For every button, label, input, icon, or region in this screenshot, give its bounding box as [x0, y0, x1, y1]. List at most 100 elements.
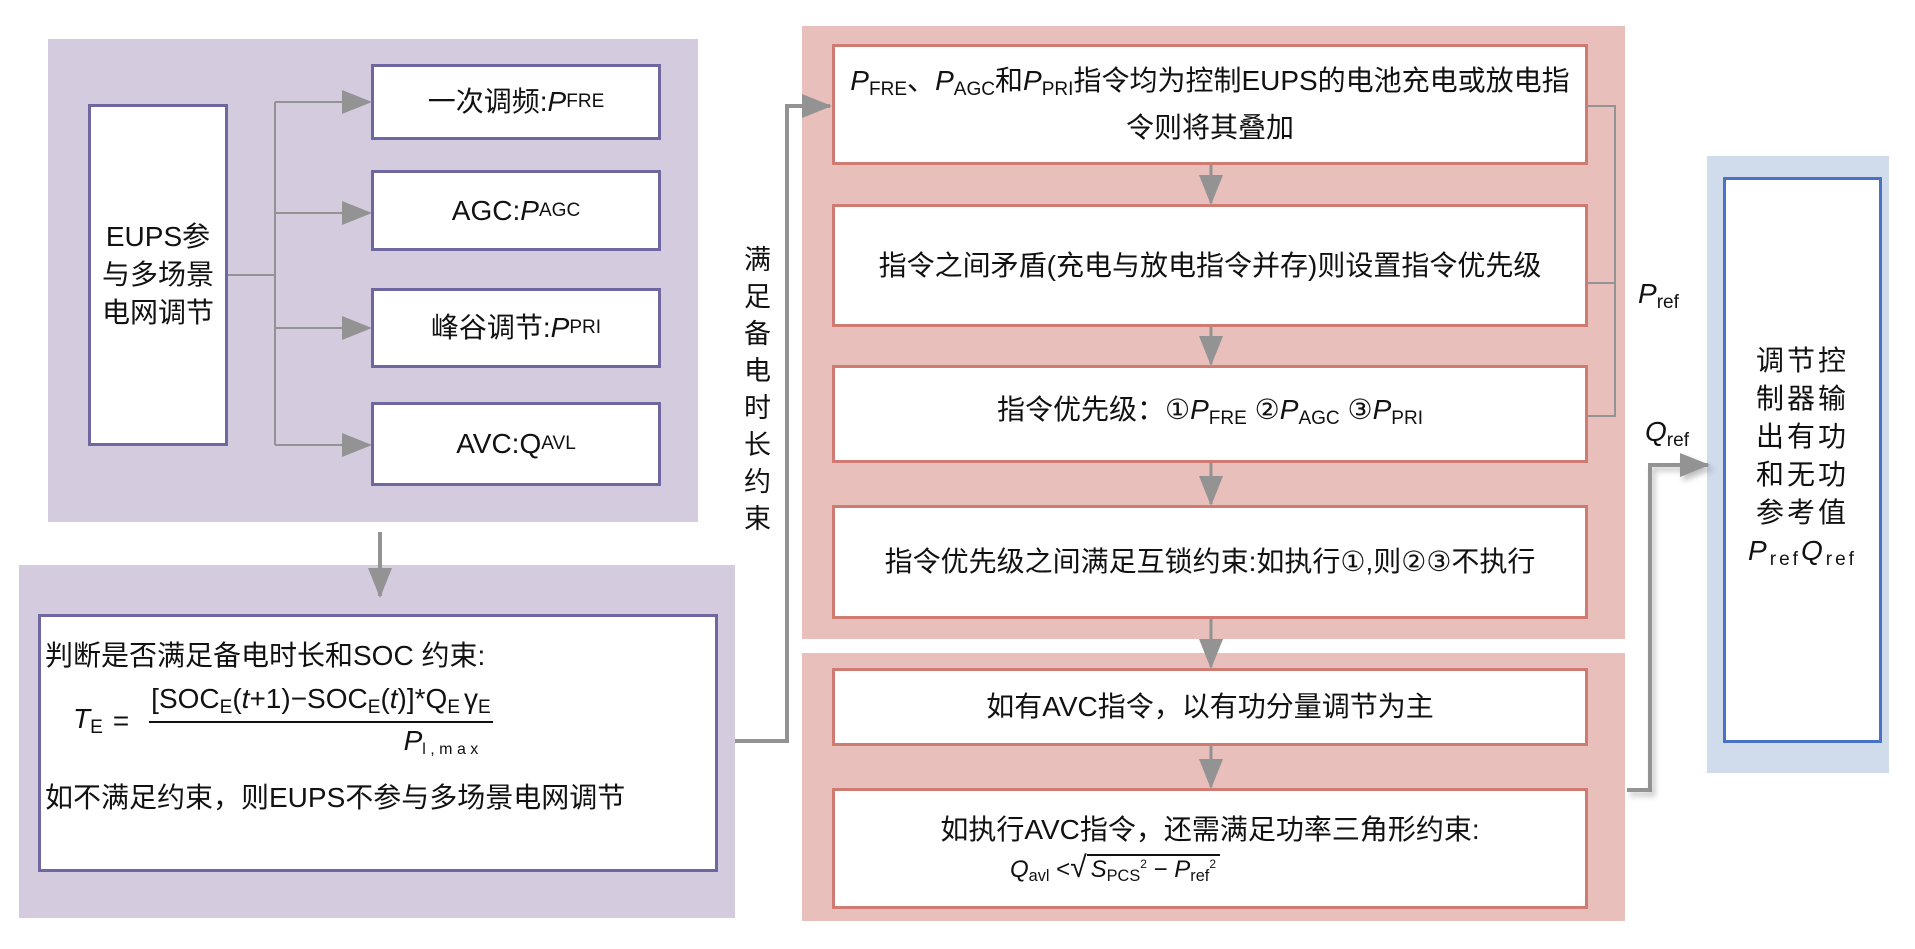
qref-sub: ref — [1666, 429, 1689, 451]
sqrt-body: SPCS2 − Pref2 — [1086, 854, 1221, 886]
eups-branch-lines — [228, 90, 372, 457]
pref-label: Pref — [1638, 278, 1679, 314]
controller-text: 调节控制器输出有功和无功参考值 — [1755, 344, 1849, 528]
num-var: t — [241, 683, 250, 714]
p-sup: 2 — [1209, 857, 1217, 871]
num-part: γ — [464, 683, 479, 714]
sqrt-icon: √ — [1070, 851, 1087, 884]
priority-num: ③ — [1347, 393, 1373, 425]
s-sup: 2 — [1140, 857, 1147, 871]
var-sub: PRI — [1041, 78, 1074, 100]
s-var: S — [1090, 856, 1107, 883]
num-sub: E — [367, 696, 381, 718]
service-label: 一次调频: — [427, 86, 548, 117]
constraint-footer: 如不满足约束，则EUPS不参与多场景电网调节 — [45, 781, 626, 813]
qref-arrow — [1627, 453, 1710, 792]
pref-var: P — [1638, 278, 1657, 309]
formula-lhs-var: T — [73, 703, 91, 734]
pref-sub: ref — [1656, 291, 1679, 313]
den-var: P — [403, 724, 423, 756]
eups-source-box: EUPS参与多场景电网调节 — [88, 104, 228, 446]
num-var: t — [389, 683, 398, 714]
var-p: P — [1372, 393, 1392, 425]
step-superpose-text: PFRE、PAGC和PPRI指令均为控制EUPS的电池充电或放电指令则将其叠加 — [841, 62, 1579, 147]
service-label: 峰谷调节: — [430, 312, 551, 343]
power-triangle-formula: Qavl <√SPCS2 − Pref2 — [645, 849, 1585, 891]
service-label: AVC: — [456, 428, 520, 459]
formula-equals: = — [112, 704, 130, 736]
pref-sub: ref — [1769, 548, 1801, 570]
var-sub: PRI — [1391, 407, 1423, 429]
num-sub: E — [219, 696, 233, 718]
service-sub: FRE — [566, 91, 605, 112]
p-var: P — [1174, 856, 1191, 883]
var-sub: FRE — [1208, 407, 1247, 429]
service-var: P — [550, 312, 570, 343]
p-sub: ref — [1190, 867, 1210, 886]
step-text: 如执行AVC指令，还需满足功率三角形约束: — [940, 814, 1480, 845]
num-part: )]*Q — [397, 683, 448, 714]
qref-sub: ref — [1825, 548, 1857, 570]
step-avc-priority: 如有AVC指令，以有功分量调节为主 — [832, 668, 1588, 746]
priority-num: ② — [1254, 393, 1280, 425]
num-sub: E — [447, 696, 461, 718]
less-than: < — [1056, 856, 1071, 883]
qref-var: Q — [1800, 534, 1826, 566]
soc-constraint-box: 判断是否满足备电时长和SOC 约束: TE = [SOCE(t+1)−SOCE(… — [38, 614, 718, 872]
var-p: P — [1023, 65, 1042, 97]
connector-label: 满足备电时长约束 — [740, 245, 770, 541]
step-interlock: 指令优先级之间满足互锁约束:如执行①,则②③不执行 — [832, 505, 1588, 619]
num-part: +1)−SOC — [249, 683, 368, 714]
step-superpose: PFRE、PAGC和PPRI指令均为控制EUPS的电池充电或放电指令则将其叠加 — [832, 44, 1588, 165]
constraint-heading: 判断是否满足备电时长和SOC 约束: — [45, 640, 486, 671]
step-text: 指令优先级之间满足互锁约束:如执行①,则②③不执行 — [884, 546, 1536, 577]
formula-lhs: TE — [73, 703, 103, 739]
step-text: 指令均为控制EUPS的电池充电或放电指令则将其叠加 — [1073, 65, 1570, 143]
num-part: ( — [380, 683, 390, 714]
service-label: AGC: — [451, 194, 521, 226]
step-text: 如有AVC指令，以有功分量调节为主 — [986, 691, 1434, 722]
controller-content: 调节控制器输出有功和无功参考值 PrefQref — [1742, 342, 1863, 579]
service-var: Q — [519, 428, 542, 459]
var-sub: AGC — [1298, 407, 1340, 429]
var-p: P — [1190, 393, 1209, 425]
service-sub: AGC — [538, 199, 581, 221]
var-p: P — [935, 65, 954, 97]
service-sub: PRI — [569, 317, 602, 338]
var-sub: FRE — [868, 78, 908, 100]
step-priority-setting: 指令之间矛盾(充电与放电指令并存)则设置指令优先级 — [832, 204, 1588, 327]
formula-denominator: Pl , m a x — [164, 723, 479, 759]
priority-line: 指令优先级：①PFRE ②PAGC ③PPRI — [997, 391, 1423, 438]
num-part: [SOC — [151, 683, 220, 714]
service-var: P — [547, 86, 567, 117]
priority-prefix: 指令优先级： — [996, 393, 1165, 425]
num-part: ( — [232, 683, 242, 714]
service-var: P — [520, 194, 539, 226]
formula-lhs-sub: E — [90, 716, 103, 738]
var-sub: AGC — [953, 78, 995, 100]
sep: 和 — [995, 65, 1024, 97]
eups-source-label: EUPS参与多场景电网调节 — [101, 221, 214, 328]
den-sub: l , m a x — [422, 740, 479, 758]
service-sub: AVL — [541, 433, 576, 454]
step-power-triangle: 如执行AVC指令，还需满足功率三角形约束: Qavl <√SPCS2 − Pre… — [832, 788, 1588, 909]
minus: − — [1153, 856, 1168, 883]
pref-var: P — [1748, 534, 1770, 566]
priority-num: ① — [1165, 393, 1191, 425]
qref-label: Qref — [1645, 416, 1689, 452]
sep: 、 — [907, 65, 936, 97]
var-p: P — [850, 65, 869, 97]
num-sub: E — [478, 696, 491, 718]
q-var: Q — [1009, 856, 1029, 883]
controller-box: 调节控制器输出有功和无功参考值 PrefQref — [1723, 177, 1882, 743]
step-priority-order: 指令优先级：①PFRE ②PAGC ③PPRI — [832, 365, 1588, 463]
step-text: 指令之间矛盾(充电与放电指令并存)则设置指令优先级 — [878, 249, 1542, 281]
s-sub: PCS — [1106, 867, 1141, 886]
